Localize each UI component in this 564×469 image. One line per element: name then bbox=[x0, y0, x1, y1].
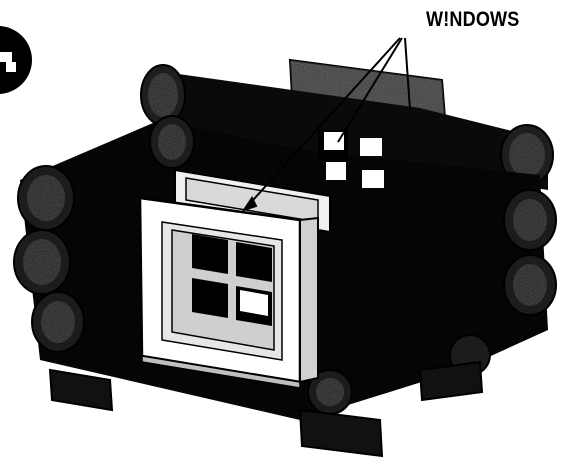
front-window-frame bbox=[140, 198, 318, 388]
windows-callout-label: W!NDOWS bbox=[426, 8, 519, 32]
step-badge bbox=[0, 26, 32, 94]
